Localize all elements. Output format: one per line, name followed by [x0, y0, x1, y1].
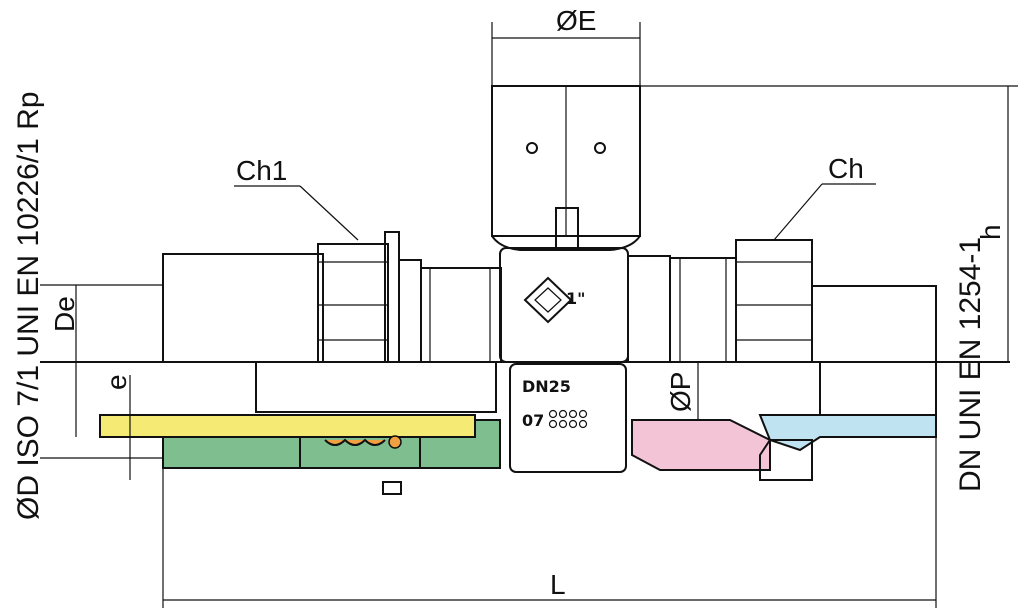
orange-sealing-rings: [324, 438, 386, 446]
size-mark: 1": [566, 289, 585, 308]
date-dots-icon: [548, 409, 588, 429]
left-collar: [398, 259, 422, 363]
handle-screw-right: [594, 142, 606, 154]
pink-union-nut: [631, 419, 771, 471]
label-e: e: [101, 374, 132, 390]
label-ch: Ch: [828, 153, 864, 184]
label-h: h: [975, 224, 1006, 240]
valve-stem: [555, 207, 579, 249]
press-indicator: [382, 481, 402, 495]
label-ch1: Ch1: [236, 155, 287, 186]
right-standard-text: DN UNI EN 1254-1: [954, 237, 987, 492]
label-dia-p: ØP: [665, 372, 696, 412]
left-standard-text: ØD ISO 7/1 UNI EN 10226/1 Rp: [12, 91, 45, 520]
left-pipe-sleeve: [162, 253, 324, 363]
right-hex-nut: [735, 239, 813, 363]
blue-seal: [758, 414, 937, 452]
right-collar: [627, 255, 671, 363]
code-mark: 07: [522, 411, 544, 430]
orange-o-ring: [388, 435, 402, 449]
left-inner-bore: [255, 361, 497, 413]
ch-leader: [773, 183, 823, 241]
brand-diamond-icon: [523, 276, 573, 324]
valve-body: [499, 247, 629, 363]
handle-screw-left: [526, 142, 538, 154]
right-pipe-lower: [819, 361, 937, 416]
label-de: De: [49, 296, 80, 332]
handle-base: [491, 235, 641, 251]
valve-body-lower: [509, 363, 627, 473]
dn-mark: DN25: [522, 377, 571, 396]
right-pipe-end: [811, 285, 937, 363]
label-length: L: [550, 569, 566, 600]
ch1-leader: [299, 185, 359, 241]
label-dia-e: ØE: [556, 5, 596, 36]
right-nut-lower: [759, 439, 813, 481]
left-thread-body: [420, 267, 502, 363]
yellow-pipe: [99, 414, 476, 438]
